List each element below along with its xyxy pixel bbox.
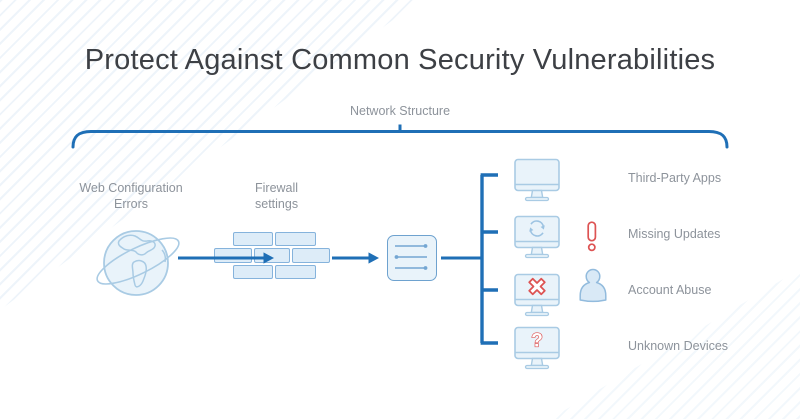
arrowhead-1 xyxy=(263,252,274,264)
refresh-monitor-icon xyxy=(514,215,560,259)
endpoint-label-missing-updates: Missing Updates xyxy=(628,227,721,241)
source-node-label: Web Configuration Errors xyxy=(56,180,206,212)
endpoint-label-unknown-devices: Unknown Devices xyxy=(628,339,729,353)
question-monitor-icon: ? xyxy=(514,326,560,370)
monitor-icon xyxy=(514,158,560,202)
endpoint-label-account-abuse: Account Abuse xyxy=(628,283,712,297)
page-title: Protect Against Common Security Vulnerab… xyxy=(84,44,716,76)
x-monitor-icon xyxy=(514,273,560,317)
firewall-label-line2: settings xyxy=(255,197,299,211)
exclamation-icon xyxy=(587,221,597,252)
refresh-icon xyxy=(529,220,545,237)
arrowhead-2 xyxy=(368,252,379,264)
network-structure-bracket xyxy=(71,124,729,149)
x-icon xyxy=(528,277,546,296)
firewall-node-label: Firewall settings xyxy=(255,180,298,212)
endpoint-label-third-party-apps: Third-Party Apps xyxy=(628,171,722,185)
globe-icon xyxy=(96,230,180,296)
person-icon xyxy=(579,268,607,303)
firewall-label-line1: Firewall xyxy=(255,181,299,195)
source-label-line1: Web Configuration xyxy=(79,181,183,195)
source-label-line2: Errors xyxy=(113,197,149,211)
question-icon: ? xyxy=(531,331,543,352)
network-structure-label: Network Structure xyxy=(349,104,451,118)
network-switch-icon xyxy=(387,235,437,281)
